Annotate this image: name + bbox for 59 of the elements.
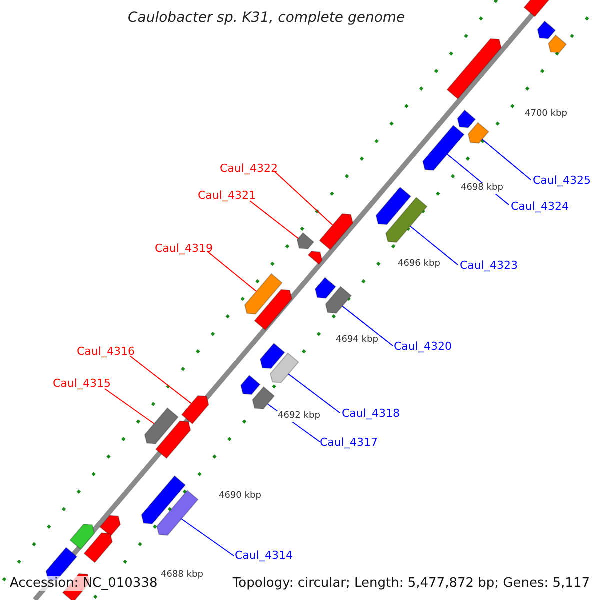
accession-note: Accession: NC_010338 <box>8 576 160 591</box>
leader-line <box>482 139 532 180</box>
gene-bar <box>314 277 337 299</box>
gene-bar <box>446 38 502 100</box>
gene-bar <box>296 232 315 250</box>
gene-bar <box>155 420 192 460</box>
gene-bar <box>84 532 113 564</box>
tick-label: 4698 kbp <box>460 183 504 194</box>
gene-bar <box>468 122 490 144</box>
leader-line <box>250 200 299 240</box>
tick-label: 4690 kbp <box>218 491 262 502</box>
gene-bar <box>240 374 261 396</box>
leader-line <box>288 374 340 414</box>
gene-bar <box>270 352 300 384</box>
leader-line <box>130 356 192 404</box>
diagram-title: Caulobacter sp. K31, complete genome <box>128 11 406 25</box>
gene-bar <box>386 196 428 244</box>
gene-bar <box>457 110 476 128</box>
tick-label: 4692 kbp <box>277 411 322 422</box>
gene-label: Caul_4322 <box>220 163 278 174</box>
tick-label: 4696 kbp <box>397 259 442 270</box>
gene-label: Caul_4321 <box>198 190 256 201</box>
gene-bar <box>70 524 96 550</box>
gene-label: Caul_4317 <box>320 437 378 448</box>
gene-bar <box>99 515 122 537</box>
leader-line <box>208 252 258 292</box>
leader-line <box>274 170 334 226</box>
gene-label: Caul_4315 <box>53 378 111 389</box>
gene-bar <box>141 475 186 525</box>
gene-label: Caul_4319 <box>155 243 213 254</box>
gene-bar <box>319 214 354 250</box>
gene-bar <box>252 386 276 410</box>
gene-bar <box>260 342 286 370</box>
gene-label: Caul_4325 <box>533 175 591 186</box>
leader-line <box>104 388 155 424</box>
leader-line <box>181 518 234 556</box>
gene-bar <box>548 34 568 54</box>
gene-label: Caul_4320 <box>394 341 452 352</box>
gene-bar <box>144 408 179 444</box>
tick-label: 4694 kbp <box>335 335 380 346</box>
gene-bar <box>422 124 465 172</box>
gene-bar <box>156 490 199 536</box>
gene-bar <box>244 273 283 315</box>
gene-label: Caul_4316 <box>77 346 135 357</box>
gene-bar <box>308 250 323 266</box>
gene-bar <box>325 286 352 314</box>
tick-label: 4700 kbp <box>524 109 568 120</box>
leader-line <box>410 226 458 266</box>
gene-bar <box>376 186 412 226</box>
gene-label: Caul_4323 <box>460 260 518 271</box>
genome-summary: Topology: circular; Length: 5,477,872 bp; Genes: 5,117 <box>230 576 592 591</box>
gene-label: Caul_4324 <box>511 201 569 212</box>
gene-bar <box>537 20 556 40</box>
tick-label: 4688 kbp <box>160 570 204 581</box>
gene-label: Caul_4318 <box>342 408 400 419</box>
gene-bar <box>254 289 293 331</box>
leader-line <box>342 306 394 346</box>
gene-bar <box>181 395 210 425</box>
gene-label: Caul_4314 <box>235 550 293 561</box>
